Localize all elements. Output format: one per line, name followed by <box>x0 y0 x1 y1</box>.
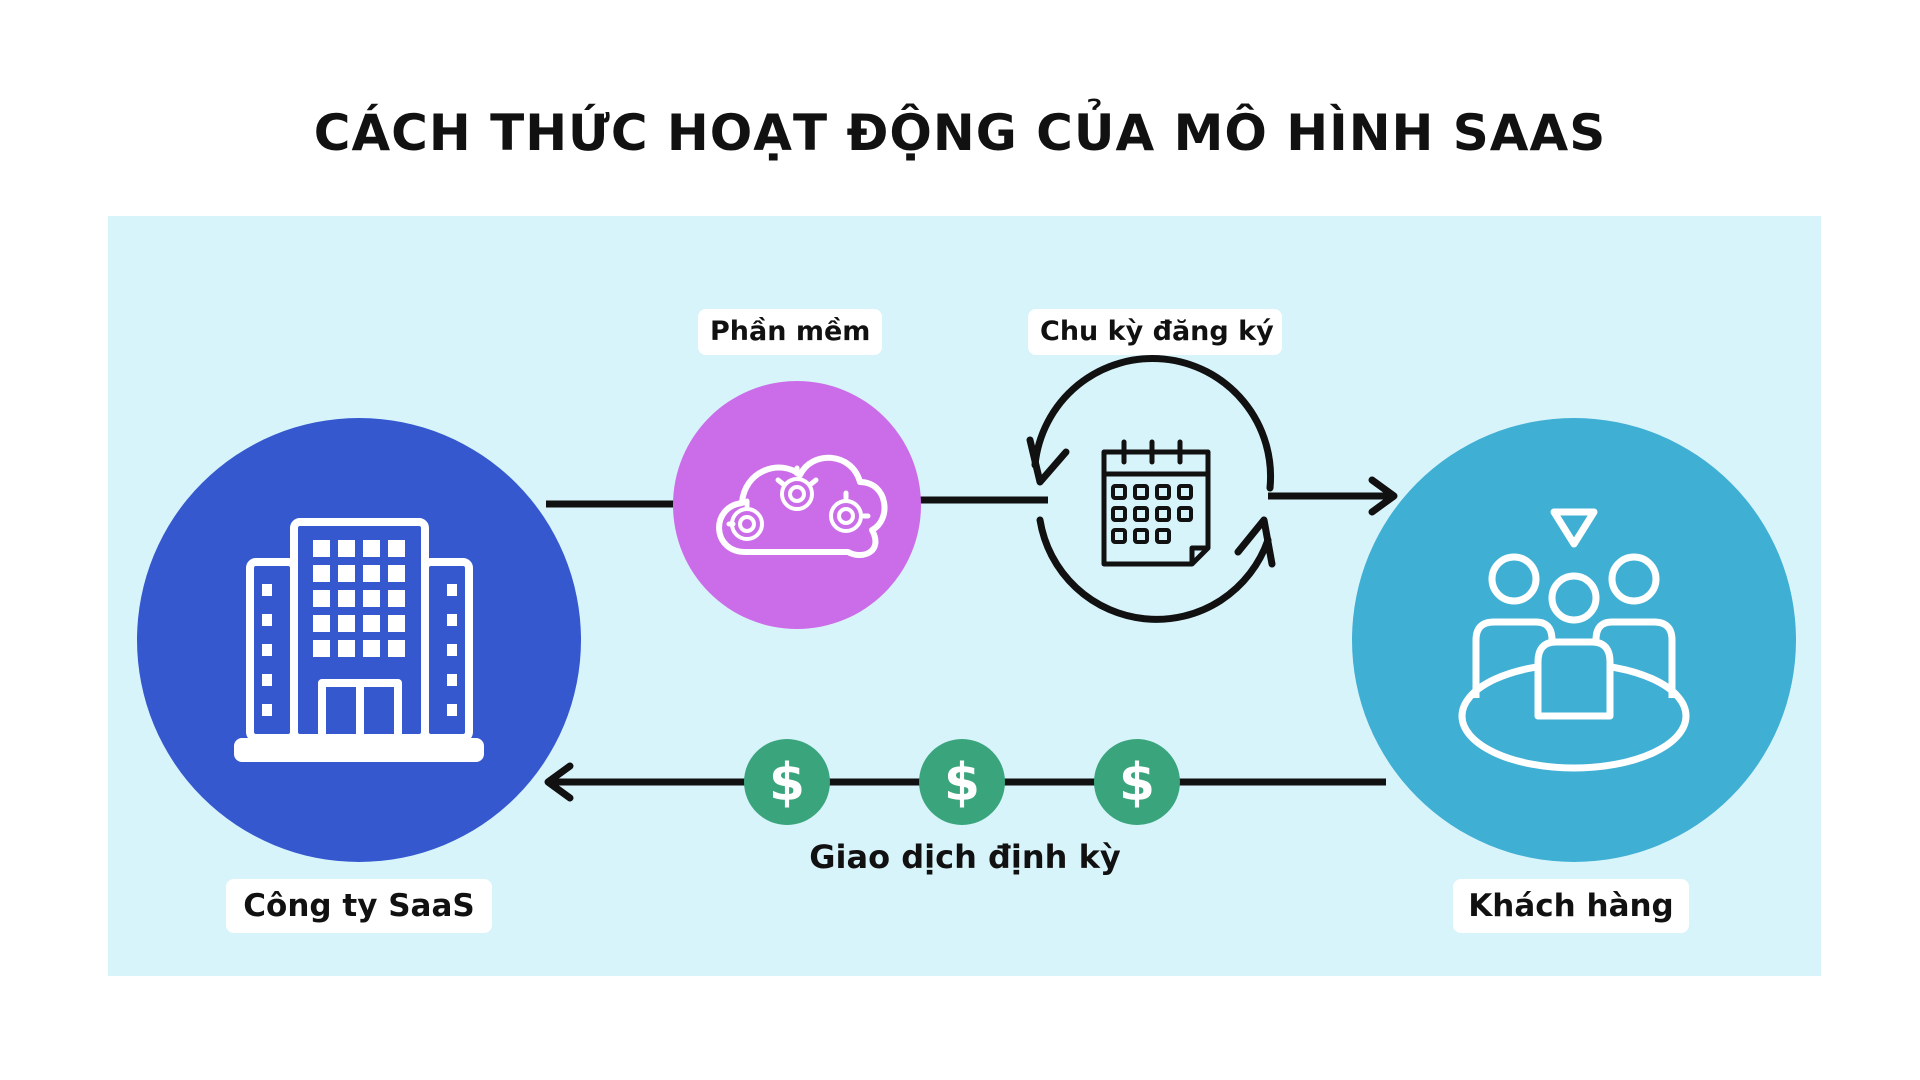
software-label: Phần mềm <box>698 309 882 355</box>
software-node <box>673 381 921 629</box>
cycle-arrows-icon <box>1026 354 1276 623</box>
svg-text:$: $ <box>944 753 980 813</box>
payments-label: Giao dịch định kỳ <box>809 838 1121 876</box>
subscription-label: Chu kỳ đăng ký <box>1028 309 1282 355</box>
payment-coin: $ <box>1094 739 1180 825</box>
calendar-icon <box>1101 439 1211 567</box>
office-building-icon <box>234 518 484 762</box>
people-group-icon <box>1458 508 1690 772</box>
subscription-node <box>1026 354 1276 623</box>
company-node <box>137 418 581 862</box>
payment-coin: $ <box>919 739 1005 825</box>
cloud-gears-icon <box>716 454 888 558</box>
customer-label: Khách hàng <box>1453 879 1689 933</box>
arrow-to-customer <box>1268 476 1398 516</box>
company-label: Công ty SaaS <box>226 879 492 933</box>
svg-text:$: $ <box>769 753 805 813</box>
page-title: CÁCH THỨC HOẠT ĐỘNG CỦA MÔ HÌNH SAAS <box>313 104 1607 162</box>
payment-coin: $ <box>744 739 830 825</box>
customer-node <box>1352 418 1796 862</box>
svg-text:$: $ <box>1119 753 1155 813</box>
